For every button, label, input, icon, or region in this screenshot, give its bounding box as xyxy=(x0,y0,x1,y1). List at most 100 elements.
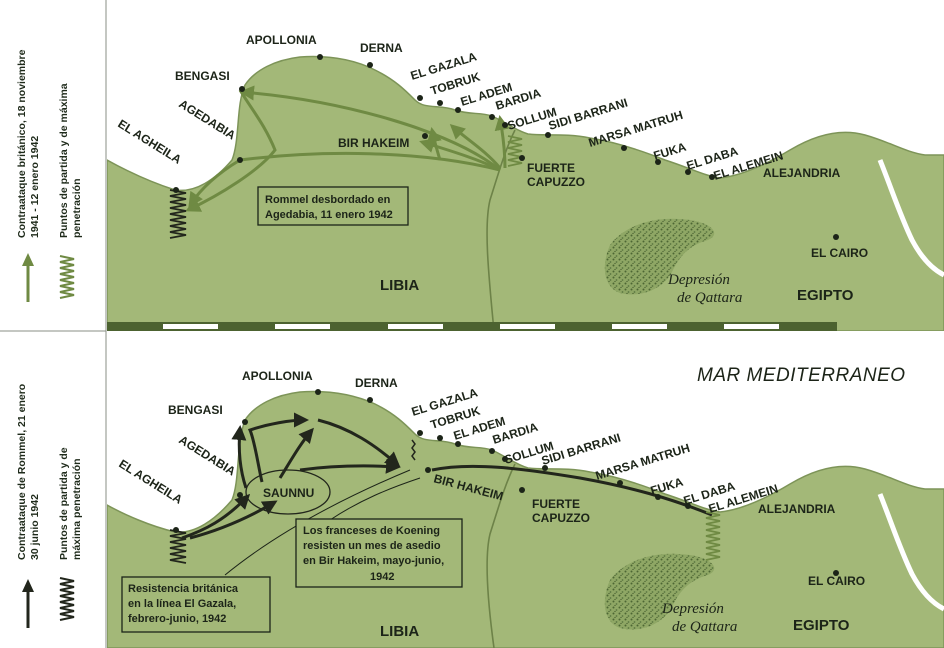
label-fuerte-2: CAPUZZO xyxy=(527,175,585,189)
bot-dot-el-cairo xyxy=(833,570,839,576)
callout-french-line-3: en Bir Hakeim, mayo-junio, xyxy=(303,555,444,567)
callout-british-line-2: en la línea El Gazala, xyxy=(128,598,236,610)
bottom-border xyxy=(486,463,516,648)
legend-bottom-arrow-caption-2: 30 junio 1942 xyxy=(29,494,41,560)
top-scale-bar xyxy=(107,322,837,331)
top-nile xyxy=(877,159,944,278)
bot-dot-bardia xyxy=(489,448,495,454)
bot-arrow-saunnu-bengasi xyxy=(247,412,309,483)
bot-arrow-agheila-agedabia xyxy=(181,493,251,540)
bot-dot-fuerte-capuzzo xyxy=(519,487,525,493)
label-depresion-1: Depresión xyxy=(667,272,730,288)
bottom-zigzag-agheila xyxy=(169,529,187,564)
legend-top: Contraataque británico, 18 noviembre 194… xyxy=(16,49,83,302)
top-arrow-bardia xyxy=(494,115,510,169)
bottom-gazala-line xyxy=(411,439,416,461)
bot-label-saunnu: SAUNNU xyxy=(263,486,314,500)
bot-dot-el-agheila xyxy=(173,527,179,533)
label-el-cairo: EL CAIRO xyxy=(811,246,868,260)
legend-bottom-zigzag-caption-2: máxima penetración xyxy=(71,458,83,560)
legend-panel: Contraataque británico, 18 noviembre 194… xyxy=(0,0,107,648)
label-libia: LIBIA xyxy=(380,277,419,294)
dot-el-agheila xyxy=(173,187,179,193)
bot-dot-sollum xyxy=(502,456,508,462)
dot-el-adem xyxy=(455,107,461,113)
bottom-rommel-arrows xyxy=(181,412,713,540)
bot-dot-agedabia xyxy=(237,492,243,498)
callout-french-leader xyxy=(329,477,421,521)
top-arrow-bir-hakeim xyxy=(419,138,501,172)
bot-label-fuerte-2: CAPUZZO xyxy=(532,511,590,525)
legend-bottom-zigzag-caption-1: Puntos de partida y de xyxy=(58,447,70,560)
legend-top-zigzag-caption-1: Puntos de partida y de máxima xyxy=(58,83,70,238)
top-city-dots xyxy=(173,54,839,240)
dot-fuka xyxy=(655,159,661,165)
dot-tobruk xyxy=(437,100,443,106)
dot-sidi-barrani xyxy=(545,132,551,138)
legend-bottom-arrow-caption-1: Contraataque de Rommel, 21 enero xyxy=(16,384,28,560)
label-depresion-2: de Qattara xyxy=(677,290,742,306)
top-qattara-depression xyxy=(604,218,715,295)
top-callout-agedabia: Rommel desbordado en Agedabia, 11 enero … xyxy=(257,186,409,226)
bot-label-egipto: EGIPTO xyxy=(793,617,850,634)
bot-arrow-saunnu-north xyxy=(278,427,314,479)
dot-fuerte-capuzzo xyxy=(519,155,525,161)
callout-french-line-1: Los franceses de Koening xyxy=(303,525,440,537)
callout-french-line-4: 1942 xyxy=(370,571,394,583)
bot-label-fuerte-1: FUERTE xyxy=(532,497,580,511)
bottom-map: MAR MEDITERRANEO APOLLONIA DERNA EL GAZA… xyxy=(107,332,944,648)
bot-dot-derna xyxy=(367,397,373,403)
legend-bottom: Contraataque de Rommel, 21 enero 30 juni… xyxy=(16,384,83,628)
bottom-nile xyxy=(877,493,944,612)
bot-label-libia: LIBIA xyxy=(380,623,419,640)
bot-label-derna: DERNA xyxy=(355,376,398,390)
bot-dot-marsa-matruh xyxy=(617,480,623,486)
dot-agedabia xyxy=(237,157,243,163)
green-zigzag-icon xyxy=(59,255,75,299)
bot-dot-bengasi xyxy=(242,419,248,425)
callout-british-leader xyxy=(224,469,411,576)
callout-british: Resistencia británica en la línea El Gaz… xyxy=(121,576,271,633)
bot-label-depresion-1: Depresión xyxy=(661,601,724,617)
label-apollonia: APOLLONIA xyxy=(246,33,317,47)
top-arrow-gazala-spur xyxy=(427,127,442,161)
bot-dot-el-daba xyxy=(685,503,691,509)
bot-arrow-agheila-saunnu xyxy=(189,500,278,540)
bot-dot-el-gazala xyxy=(417,430,423,436)
bottom-qattara-depression xyxy=(604,553,715,630)
top-arrow-bengasi-coast xyxy=(239,85,501,172)
dot-el-cairo xyxy=(833,234,839,240)
saunnu-area-outline xyxy=(245,469,331,515)
black-up-arrow-icon xyxy=(22,579,34,628)
bot-dot-bir-hakeim xyxy=(425,467,431,473)
legend-top-arrow-caption-1: Contraataque británico, 18 noviembre xyxy=(16,49,28,238)
dot-sollum xyxy=(502,122,508,128)
top-land xyxy=(107,55,944,331)
top-map: APOLLONIA DERNA EL GAZALA TOBRUK EL ADEM… xyxy=(107,0,944,331)
dot-bir-hakeim xyxy=(422,133,428,139)
top-arrow-tobruk xyxy=(449,123,502,169)
dot-el-alemein xyxy=(709,174,715,180)
bot-dot-sidi-barrani xyxy=(542,465,548,471)
bottom-city-dots xyxy=(173,389,839,576)
bot-label-apollonia: APOLLONIA xyxy=(242,369,313,383)
bot-dot-apollonia xyxy=(315,389,321,395)
bot-arrow-bir-hakeim-alemein xyxy=(431,464,713,517)
black-zigzag-icon xyxy=(59,577,75,621)
bot-arrow-saunnu-gazala xyxy=(299,458,401,474)
label-mar-mediterraneo: MAR MEDITERRANEO xyxy=(697,365,906,386)
dot-bengasi xyxy=(239,86,245,92)
bot-label-alejandria: ALEJANDRIA xyxy=(758,502,836,516)
dot-bardia xyxy=(489,114,495,120)
label-derna: DERNA xyxy=(360,41,403,55)
bot-dot-tobruk xyxy=(437,435,443,441)
dot-el-gazala xyxy=(417,95,423,101)
label-bengasi: BENGASI xyxy=(175,69,230,83)
bot-arrow-agedabia-bengasi xyxy=(231,425,248,489)
top-callout-line-1: Rommel desbordado en xyxy=(265,194,391,206)
callout-british-line-1: Resistencia británica xyxy=(128,583,239,595)
top-zigzag-agheila xyxy=(169,189,187,239)
label-bir-hakeim: BIR HAKEIM xyxy=(338,136,409,150)
dot-el-daba xyxy=(685,169,691,175)
